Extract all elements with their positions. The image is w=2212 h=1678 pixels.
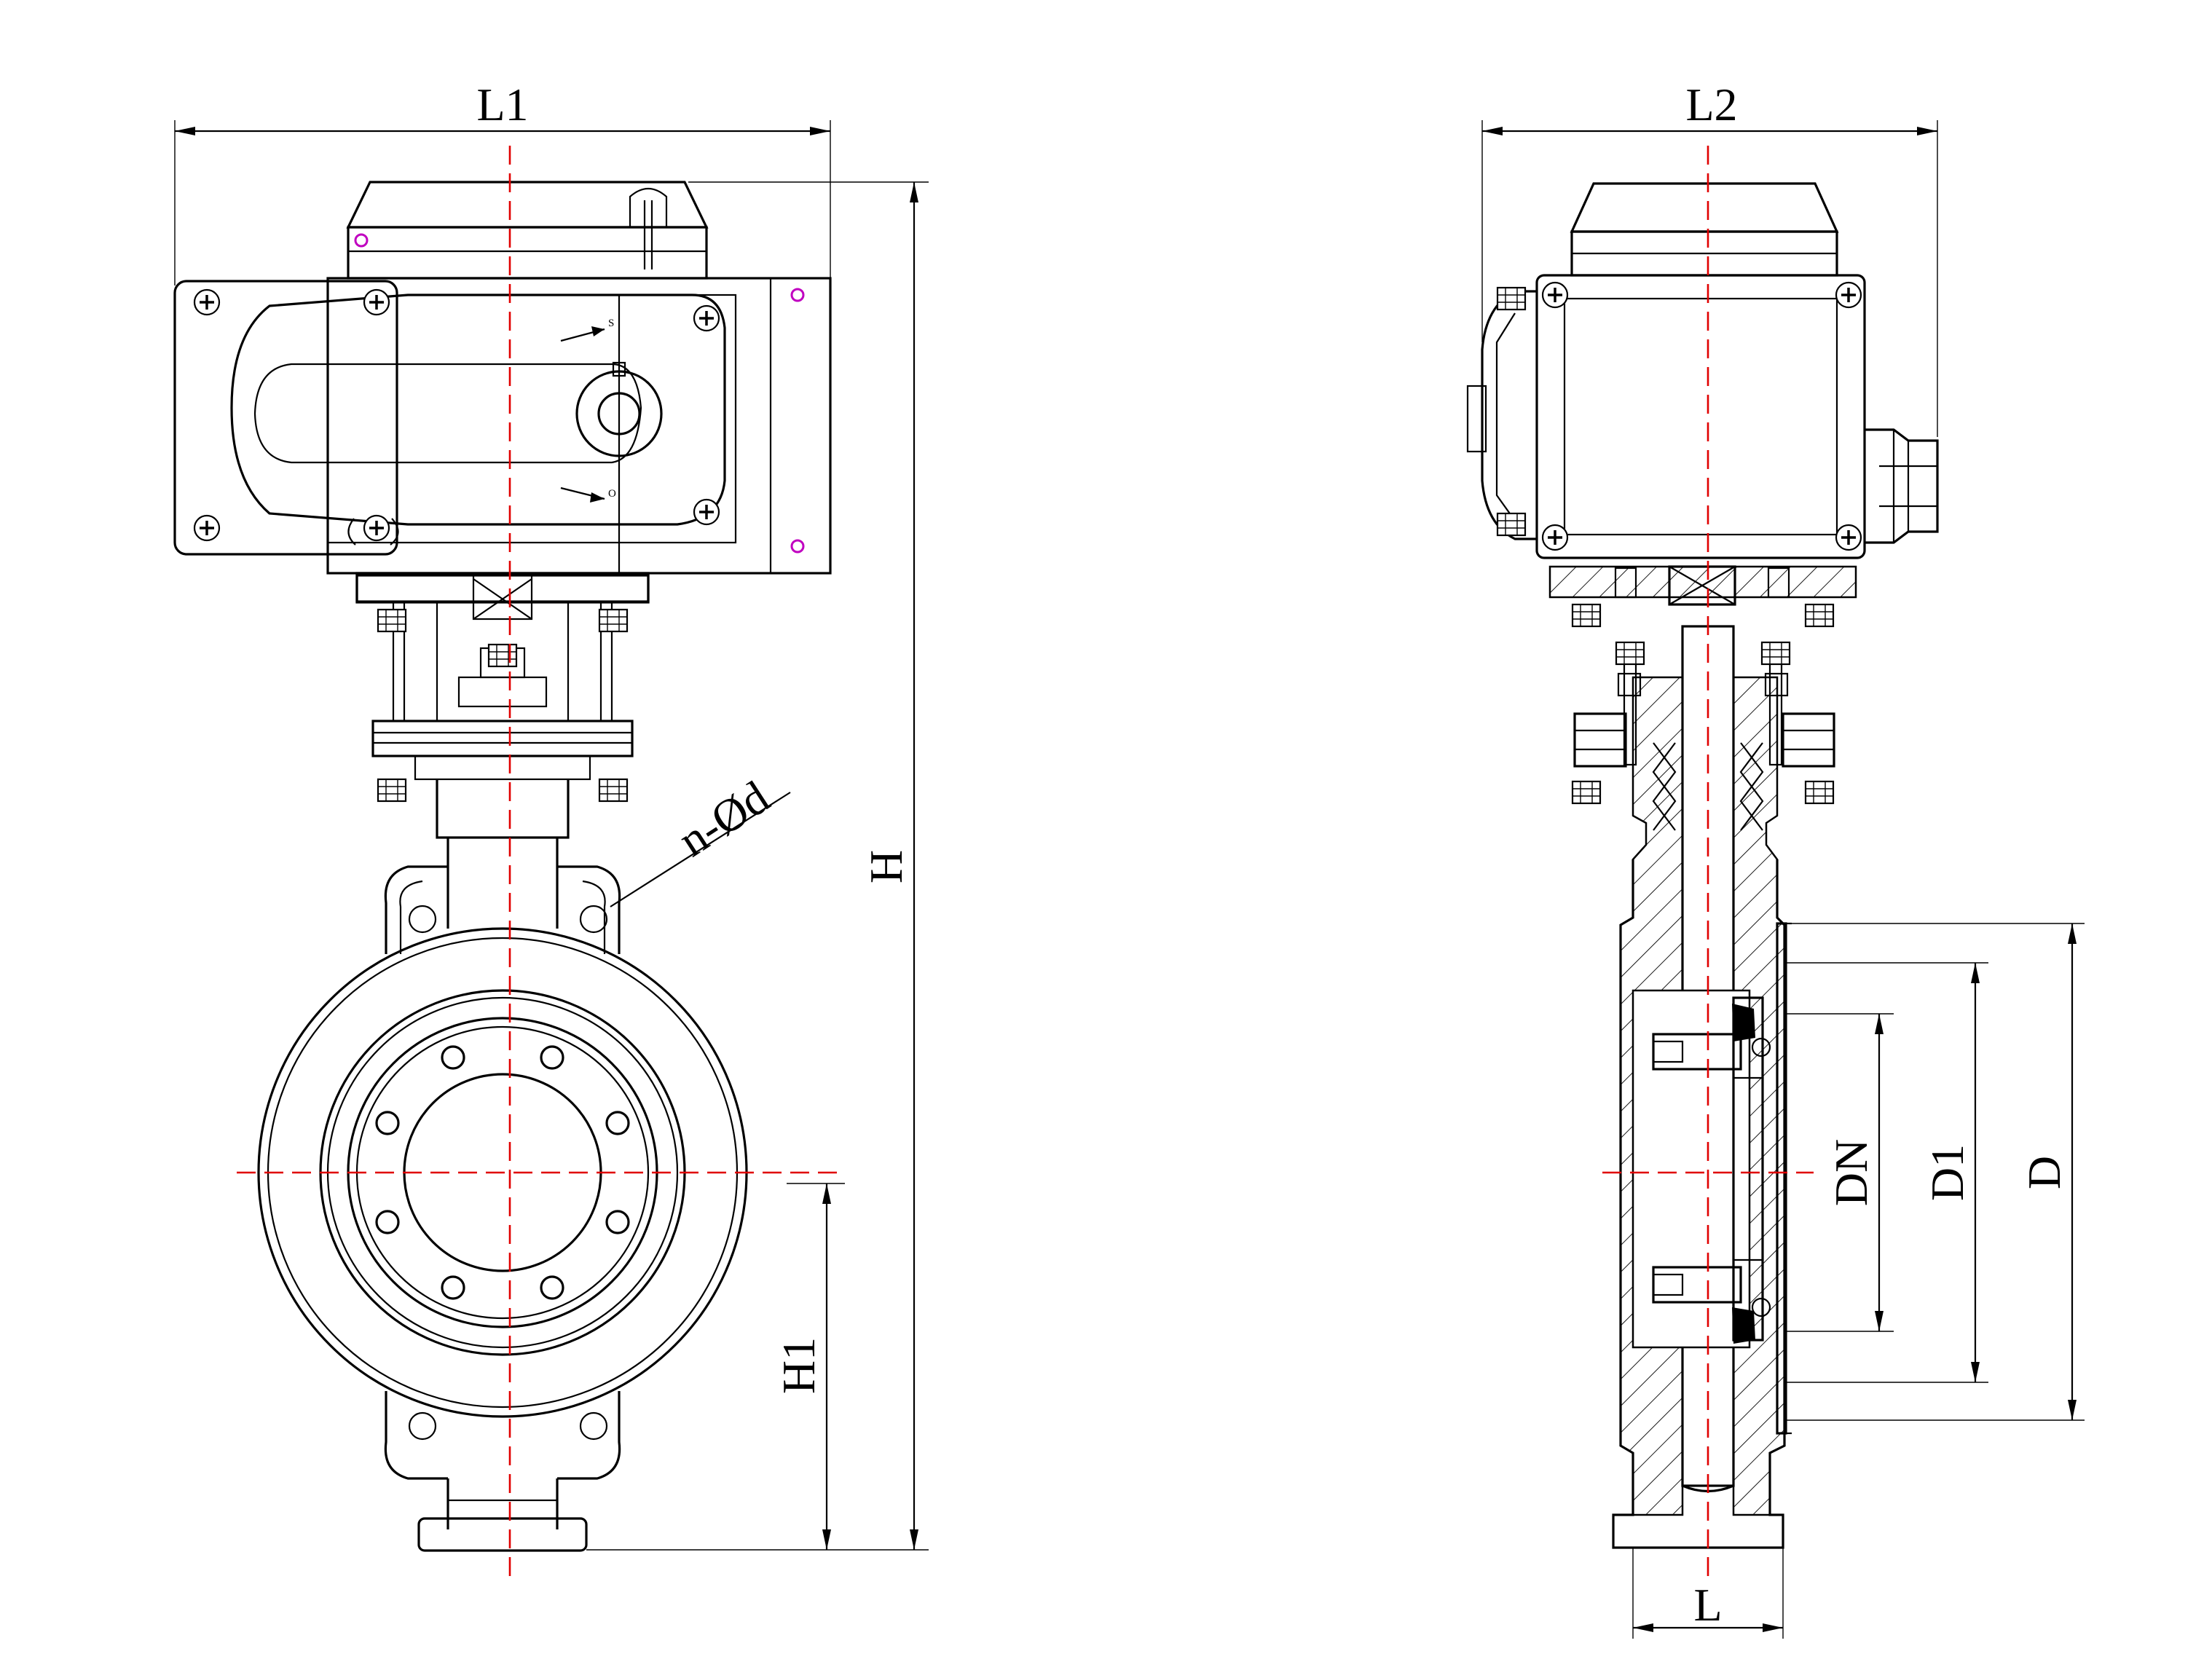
rotation-arrows: S O [347,318,616,545]
side-disc-seat [1632,989,1771,1349]
label-H: H [860,850,912,883]
label-L2: L2 [1685,79,1737,130]
label-H1: H1 [773,1337,824,1394]
n-d-leader: n-Ød [610,771,791,907]
dimension-D1: D1 [1786,962,1988,1383]
dimension-DN: DN [1786,1013,1894,1332]
side-mounting-flange [1548,565,1857,628]
purple-screw-marks [354,233,805,554]
label-DN: DN [1825,1139,1877,1206]
mark-o: O [608,488,616,500]
dimension-H: H [586,181,929,1551]
label-n-d: n-Ød [669,771,778,867]
label-L1: L1 [476,79,528,130]
actuator-body [326,277,832,604]
bottom-lug [384,1391,621,1552]
front-view: S O [173,79,929,1582]
dimension-D: D [1786,923,2085,1421]
dimension-L: L [1632,1548,1784,1639]
side-actuator-screws [1541,281,1862,551]
flange-bolt-holes [375,1045,630,1300]
mounting-bracket [355,574,650,803]
label-L: L [1693,1579,1722,1631]
dimension-H1: H1 [773,1183,845,1550]
side-body-outline [1612,859,1792,1549]
dimension-L1: L1 [174,79,831,285]
mark-s: S [608,318,614,329]
actuator-top-cover [346,181,709,280]
side-gland-bolts [1571,641,1835,805]
label-D1: D1 [1921,1144,1973,1201]
valve-neck [414,755,591,929]
top-lug [384,865,621,954]
side-actuator-body [1466,274,1939,559]
label-D: D [2018,1156,2070,1189]
dimension-L2: L2 [1481,79,1938,437]
manual-override-plate [173,280,726,556]
side-actuator-top [1570,182,1839,277]
side-view: L2 DN D1 D L [1466,79,2085,1639]
